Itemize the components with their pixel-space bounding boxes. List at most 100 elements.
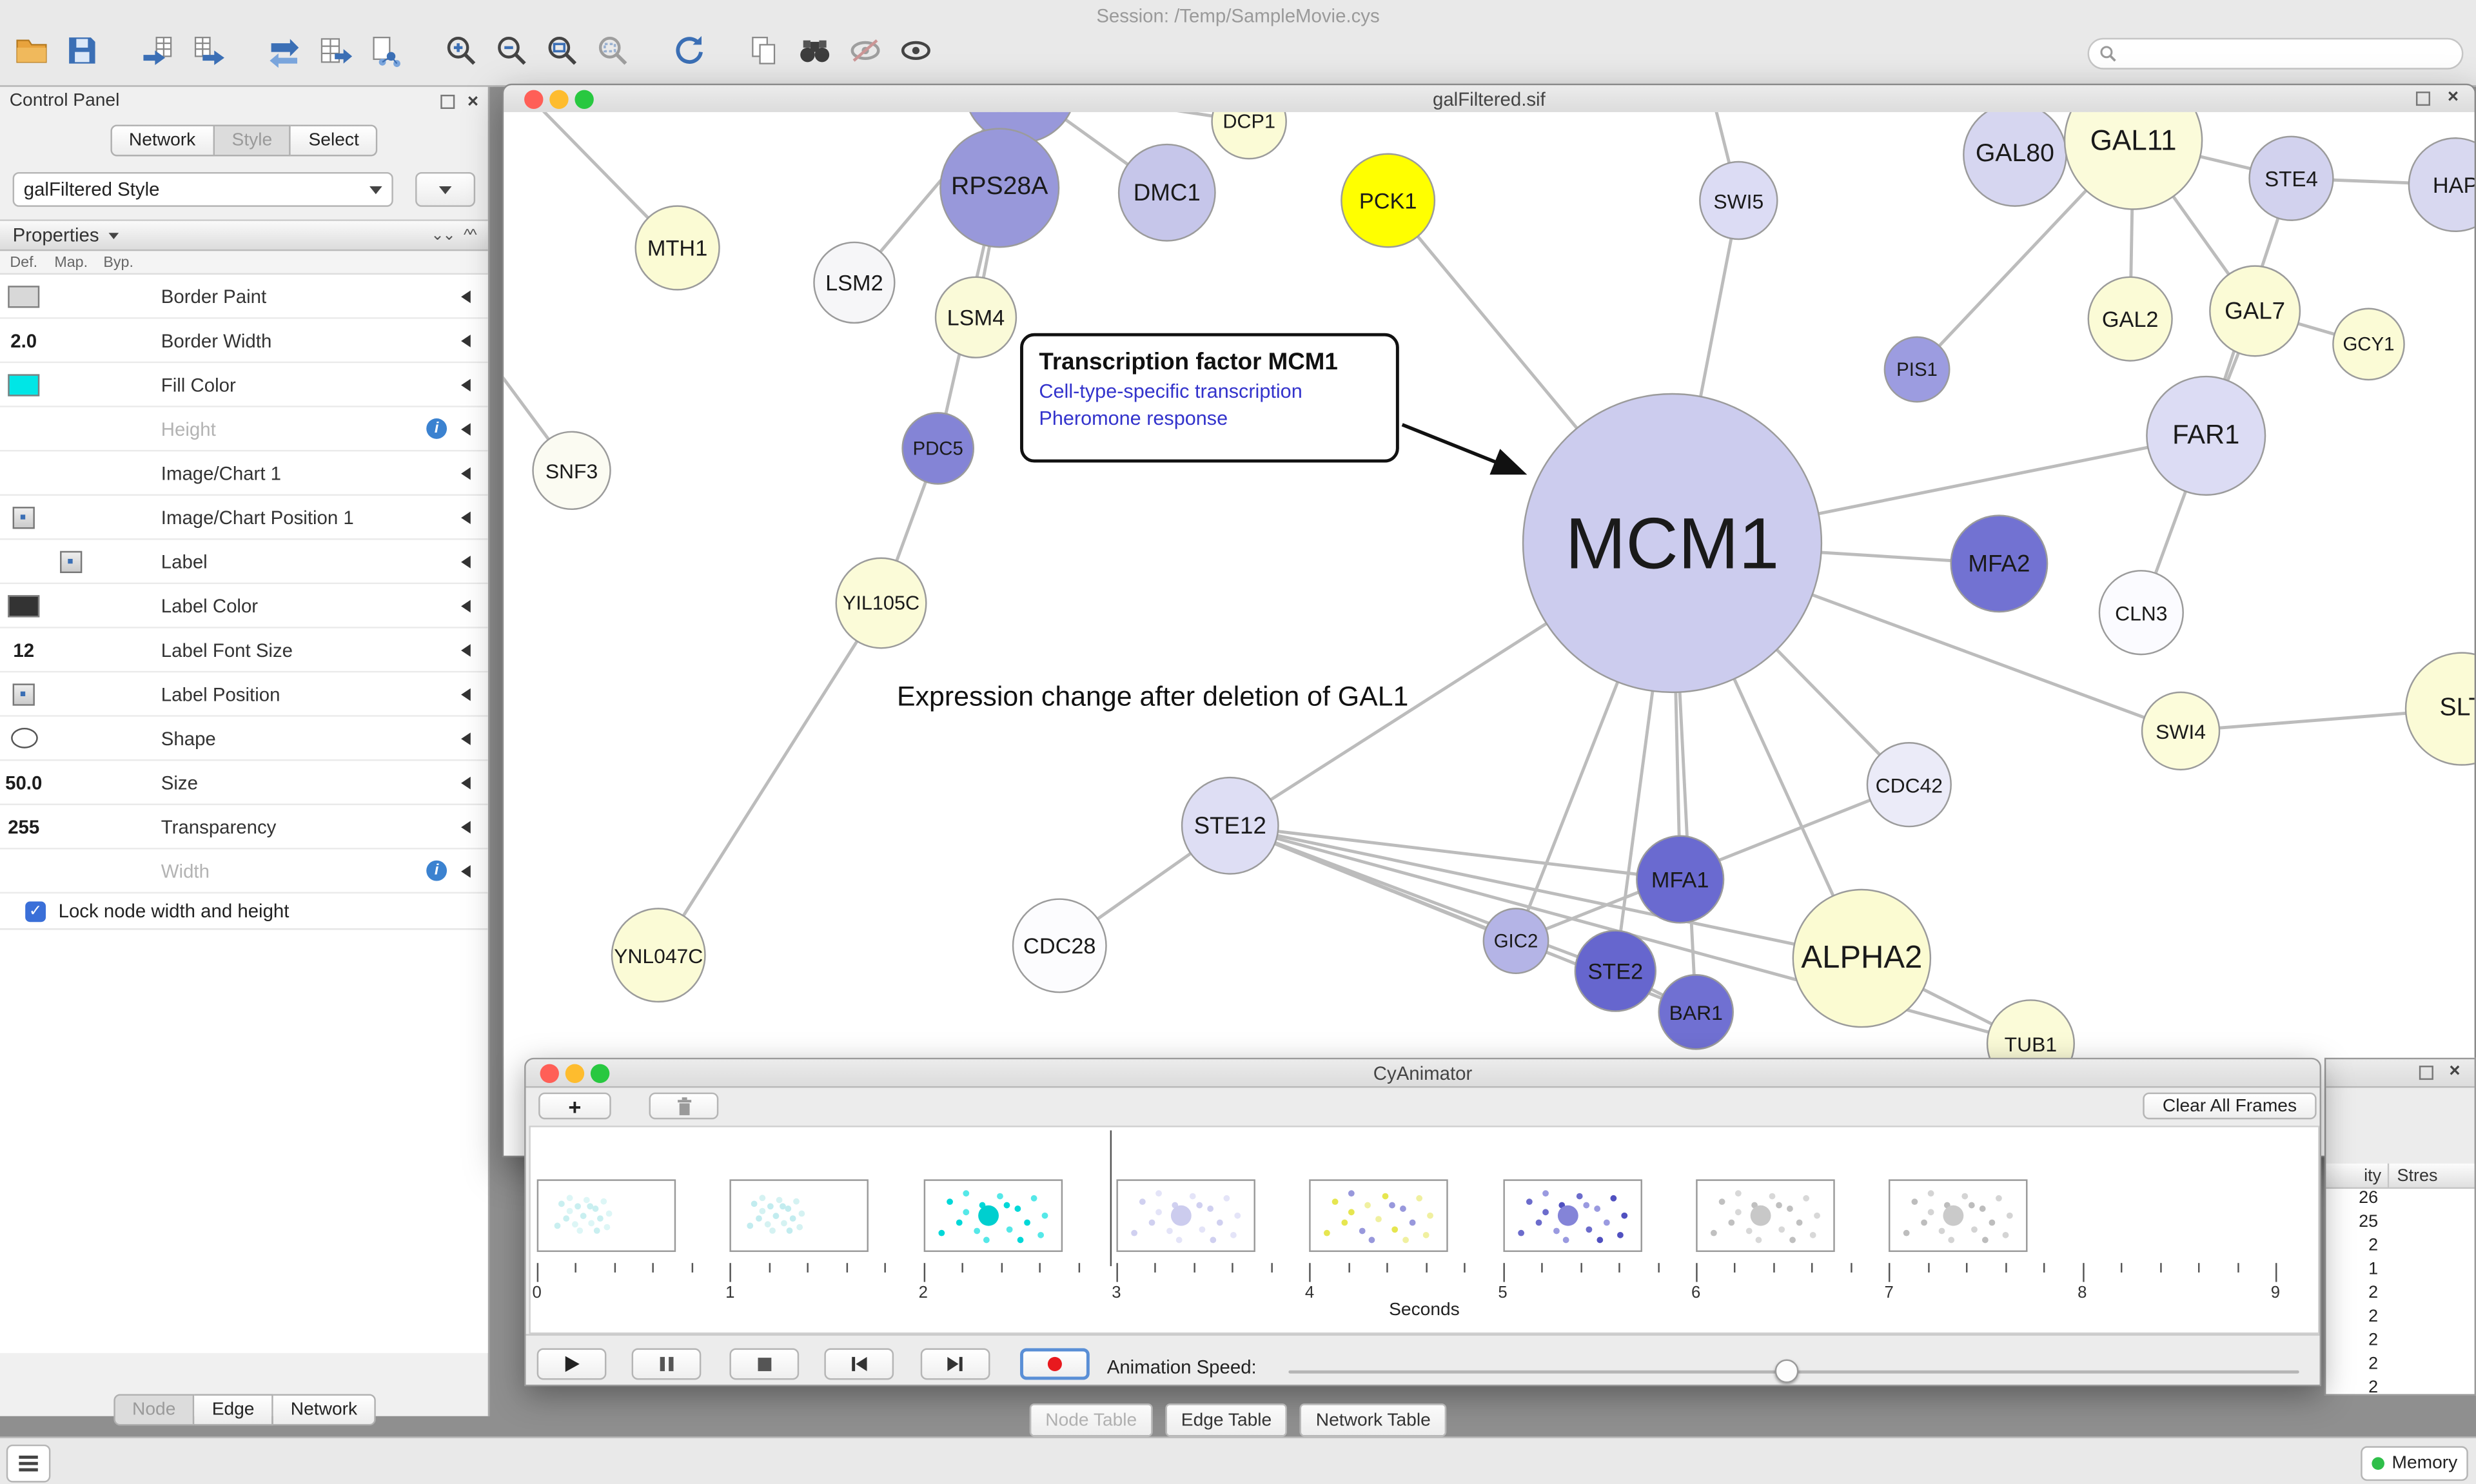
table-row[interactable]: 2 — [2326, 1354, 2474, 1378]
property-row-border-paint[interactable]: Border Paint — [0, 275, 488, 319]
play-button[interactable] — [536, 1348, 607, 1380]
record-button[interactable] — [1020, 1348, 1090, 1380]
table-tab-network-table[interactable]: Network Table — [1300, 1403, 1447, 1437]
save-session-button[interactable] — [57, 32, 107, 76]
network-node-lsm4[interactable]: LSM4 — [934, 276, 1017, 358]
expand-property-icon[interactable] — [461, 511, 471, 523]
expand-property-icon[interactable] — [461, 554, 471, 568]
mapping-icon[interactable] — [60, 550, 83, 572]
slider-thumb[interactable] — [1774, 1359, 1799, 1383]
properties-header[interactable]: Properties ⌄⌄ ^^ — [0, 219, 488, 251]
tab-network[interactable]: Network — [110, 124, 215, 157]
show-all-button[interactable] — [890, 32, 941, 76]
network-node-cln3[interactable]: CLN3 — [2098, 570, 2184, 656]
tab-style[interactable]: Style — [214, 124, 291, 157]
network-node-cdc28[interactable]: CDC28 — [1012, 898, 1107, 993]
minimize-window-icon[interactable] — [549, 90, 569, 109]
attribute-browser-tab-node[interactable]: Node — [113, 1394, 195, 1426]
expand-property-icon[interactable] — [461, 599, 471, 612]
network-node-ste12[interactable]: STE12 — [1181, 776, 1279, 875]
collapse-all-icon[interactable]: ⌄⌄ — [431, 226, 456, 244]
table-row[interactable]: 2 — [2326, 1307, 2474, 1331]
export-network-button[interactable] — [183, 32, 233, 76]
table-row[interactable]: 2 — [2326, 1284, 2474, 1307]
property-row-label-position[interactable]: Label Position — [0, 672, 488, 717]
import-network-button[interactable] — [133, 32, 183, 76]
zoom-window-icon[interactable] — [590, 1064, 610, 1084]
default-value[interactable]: 2.0 — [10, 329, 37, 351]
network-node-mfa1[interactable]: MFA1 — [1636, 835, 1725, 924]
close-window-icon[interactable] — [540, 1064, 559, 1084]
network-node-mfa2[interactable]: MFA2 — [1950, 514, 2049, 613]
table-row[interactable]: 1 — [2326, 1260, 2474, 1284]
network-node-pis1[interactable]: PIS1 — [1883, 336, 1950, 403]
property-row-image-chart-1[interactable]: Image/Chart 1 — [0, 451, 488, 496]
zoom-in-button[interactable] — [436, 32, 486, 76]
default-value[interactable]: 12 — [13, 638, 35, 661]
network-node-gal2[interactable]: GAL2 — [2087, 276, 2173, 362]
table-row[interactable]: 2 — [2326, 1331, 2474, 1354]
previous-frame-button[interactable] — [824, 1348, 894, 1380]
network-node-alpha2[interactable]: ALPHA2 — [1792, 888, 1932, 1028]
network-node-swi5[interactable]: SWI5 — [1699, 161, 1778, 240]
results-panel-titlebar[interactable]: × — [2326, 1059, 2475, 1088]
network-node-lsm2[interactable]: LSM2 — [813, 241, 896, 324]
panel-menu-button[interactable] — [6, 1444, 51, 1483]
network-node-ste4[interactable]: STE4 — [2248, 135, 2334, 221]
network-node-bar1[interactable]: BAR1 — [1658, 974, 1734, 1050]
network-node-rps28a[interactable]: RPS28A — [939, 128, 1060, 248]
table-tab-edge-table[interactable]: Edge Table — [1165, 1403, 1288, 1437]
default-value[interactable]: 255 — [8, 815, 40, 838]
frame-thumbnail-6[interactable] — [1696, 1179, 1835, 1253]
frame-thumbnail-2[interactable] — [923, 1179, 1063, 1253]
network-node-gal7[interactable]: GAL7 — [2209, 265, 2301, 357]
next-frame-button[interactable] — [920, 1348, 990, 1380]
annotation-box[interactable]: Transcription factor MCM1 Cell-type-spec… — [1020, 333, 1399, 463]
table-tab-node-table[interactable]: Node Table — [1029, 1403, 1153, 1437]
property-row-image-chart-position-1[interactable]: Image/Chart Position 1 — [0, 495, 488, 540]
copy-button[interactable] — [739, 32, 789, 76]
delete-frame-button[interactable] — [649, 1092, 719, 1120]
add-frame-button[interactable]: + — [538, 1092, 611, 1120]
table-row[interactable]: 25 — [2326, 1213, 2474, 1236]
network-node-gal80[interactable]: GAL80 — [1963, 112, 2067, 207]
property-row-label[interactable]: Label — [0, 540, 488, 585]
stop-button[interactable] — [729, 1348, 800, 1380]
network-node-mcm1[interactable]: MCM1 — [1522, 393, 1823, 694]
zoom-window-icon[interactable] — [575, 90, 594, 109]
open-session-button[interactable] — [6, 32, 57, 76]
search-box[interactable] — [2087, 37, 2464, 70]
close-window-icon[interactable] — [524, 90, 544, 109]
table-row[interactable]: 26 — [2326, 1189, 2474, 1213]
expand-property-icon[interactable] — [461, 333, 471, 347]
network-node-gic2[interactable]: GIC2 — [1482, 908, 1549, 975]
network-node-mth1[interactable]: MTH1 — [634, 205, 720, 291]
expand-property-icon[interactable] — [461, 466, 471, 480]
network-node-pck1[interactable]: PCK1 — [1341, 153, 1436, 248]
close-view-icon[interactable]: × — [2449, 1059, 2461, 1082]
zoom-selected-button[interactable] — [587, 32, 638, 76]
lock-checkbox[interactable]: ✓ — [25, 901, 46, 921]
annotation-link[interactable]: Pheromone response — [1039, 407, 1228, 430]
expand-property-icon[interactable] — [461, 820, 471, 833]
close-view-icon[interactable]: × — [2447, 85, 2459, 108]
minimize-window-icon[interactable] — [565, 1064, 585, 1084]
network-node-swi4[interactable]: SWI4 — [2141, 691, 2221, 771]
refresh-layout-button[interactable] — [663, 32, 714, 76]
expand-property-icon[interactable] — [461, 776, 471, 789]
playhead[interactable] — [1110, 1130, 1112, 1267]
close-panel-icon[interactable]: × — [467, 89, 479, 112]
frame-thumbnail-4[interactable] — [1309, 1179, 1449, 1253]
column-header[interactable]: Stres — [2389, 1163, 2475, 1189]
hide-selected-button[interactable] — [840, 32, 890, 76]
lock-size-row[interactable]: ✓ Lock node width and height — [0, 893, 488, 930]
info-icon[interactable]: i — [426, 418, 447, 439]
frame-thumbnail-7[interactable] — [1889, 1179, 2029, 1253]
info-icon[interactable]: i — [426, 860, 447, 881]
memory-button[interactable]: Memory — [2361, 1446, 2468, 1481]
